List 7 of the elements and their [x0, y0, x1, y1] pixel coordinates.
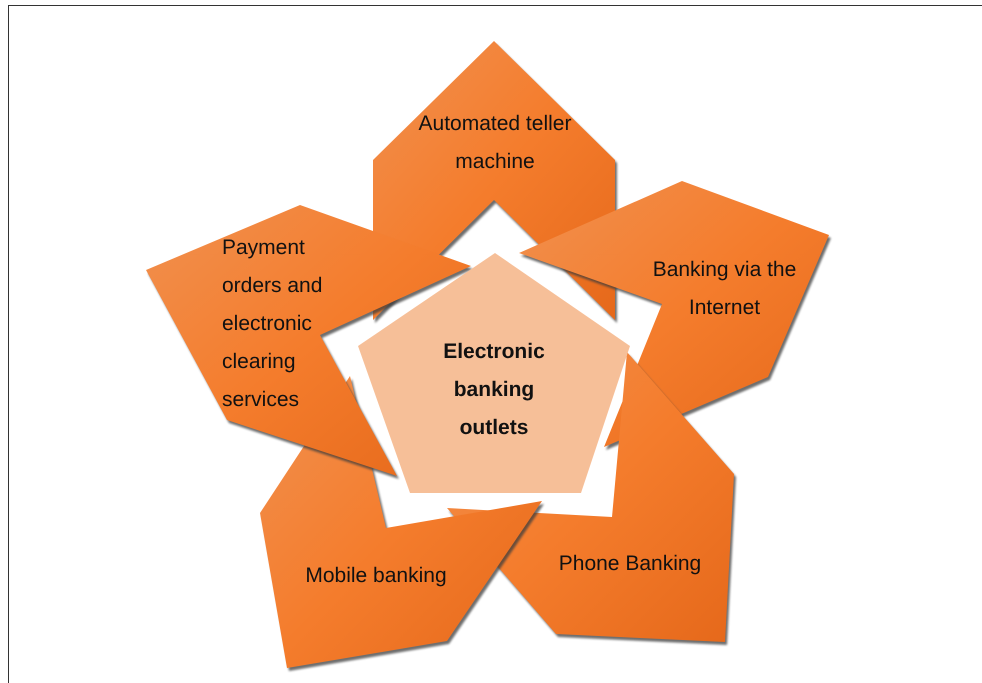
node-label: Electronic banking outlets [442, 339, 546, 441]
node-label: Payment orders and electronic clearing services [222, 235, 324, 413]
pentagon-shape [358, 253, 630, 493]
node-label: Automated teller machine [418, 111, 572, 175]
node-label: Phone Banking [558, 551, 702, 577]
node-label: Banking via the Internet [652, 257, 798, 321]
node-label: Mobile banking [304, 563, 448, 589]
